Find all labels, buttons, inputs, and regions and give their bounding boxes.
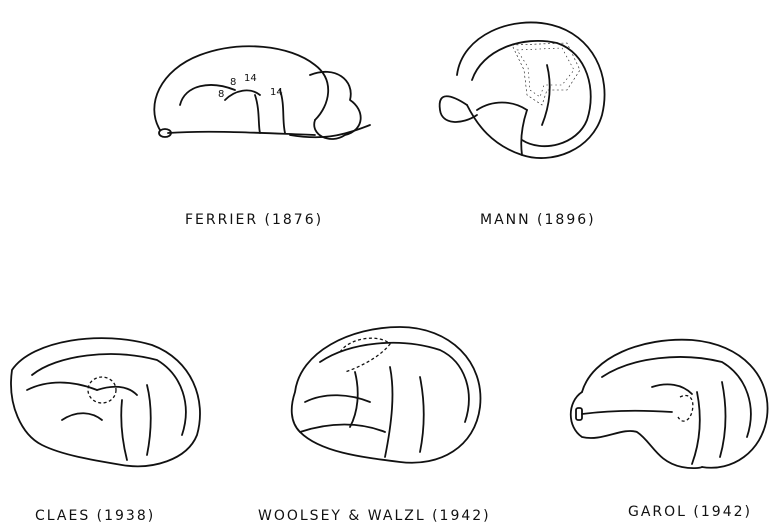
mann-stippled-area — [512, 43, 580, 105]
claes-sulcus-3 — [121, 400, 127, 460]
garol-sulcus-3 — [720, 382, 726, 457]
garol-dotted-area — [678, 395, 693, 421]
mann-sulcus-1 — [477, 103, 527, 111]
claes-inner-outline — [32, 354, 186, 435]
claes-sulcus-2 — [97, 387, 137, 395]
mann-sulcus-2 — [521, 110, 527, 155]
mann-temporal-lobe — [440, 96, 477, 122]
mann-brain-drawing — [432, 15, 612, 165]
ferrier-brain-drawing: 8 8 14 14 — [140, 35, 380, 155]
claes-brain-drawing — [2, 330, 212, 470]
ferrier-brain-svg: 8 8 14 14 — [140, 35, 380, 155]
ferrier-caption: FERRIER (1876) — [185, 212, 323, 228]
woolsey-sulcus-2 — [350, 372, 358, 427]
woolsey-cortex-outline — [292, 327, 481, 463]
claes-brain-svg — [2, 330, 212, 470]
garol-brain-drawing — [562, 332, 772, 477]
garol-sulcus-1 — [652, 384, 692, 394]
ferrier-label-8a: 8 — [218, 89, 224, 100]
claes-sulcus-4 — [147, 385, 151, 455]
woolsey-sulcus-1 — [305, 395, 370, 402]
claes-dotted-area — [88, 377, 116, 403]
garol-inner-outline — [602, 357, 751, 437]
garol-brain-svg — [562, 332, 772, 477]
ferrier-label-14b: 14 — [270, 87, 283, 98]
ferrier-base-line — [168, 132, 315, 135]
woolsey-sulcus-5 — [300, 425, 385, 433]
mann-sulcus-3 — [542, 65, 550, 125]
mann-inner-outline — [472, 41, 591, 146]
mann-stippled-area-inner — [517, 48, 574, 97]
claes-sulcus-5 — [62, 413, 102, 420]
woolsey-inner-outline — [320, 343, 469, 422]
ferrier-label-14a: 14 — [244, 73, 257, 84]
claes-caption: CLAES (1938) — [35, 508, 155, 524]
ferrier-cortex-outline — [154, 46, 328, 130]
ferrier-sulcus-1 — [180, 85, 235, 105]
woolsey-brain-drawing — [280, 322, 490, 472]
claes-sulcus-1 — [27, 383, 97, 391]
ferrier-sulcus-3 — [255, 95, 260, 133]
ferrier-cerebellum — [310, 72, 361, 139]
ferrier-label-8b: 8 — [230, 77, 236, 88]
garol-cortex-outline — [582, 340, 768, 468]
woolsey-brain-svg — [280, 322, 490, 472]
garol-caption: GAROL (1942) — [628, 504, 752, 520]
mann-caption: MANN (1896) — [480, 212, 596, 228]
woolsey-sulcus-3 — [385, 367, 392, 457]
garol-temporal-lobe — [571, 392, 702, 468]
woolsey-caption: WOOLSEY & WALZL (1942) — [258, 508, 491, 524]
garol-olfactory-tract — [576, 408, 582, 420]
woolsey-sulcus-4 — [420, 377, 424, 452]
mann-brain-svg — [432, 15, 612, 165]
garol-lateral-sulcus — [582, 411, 672, 414]
